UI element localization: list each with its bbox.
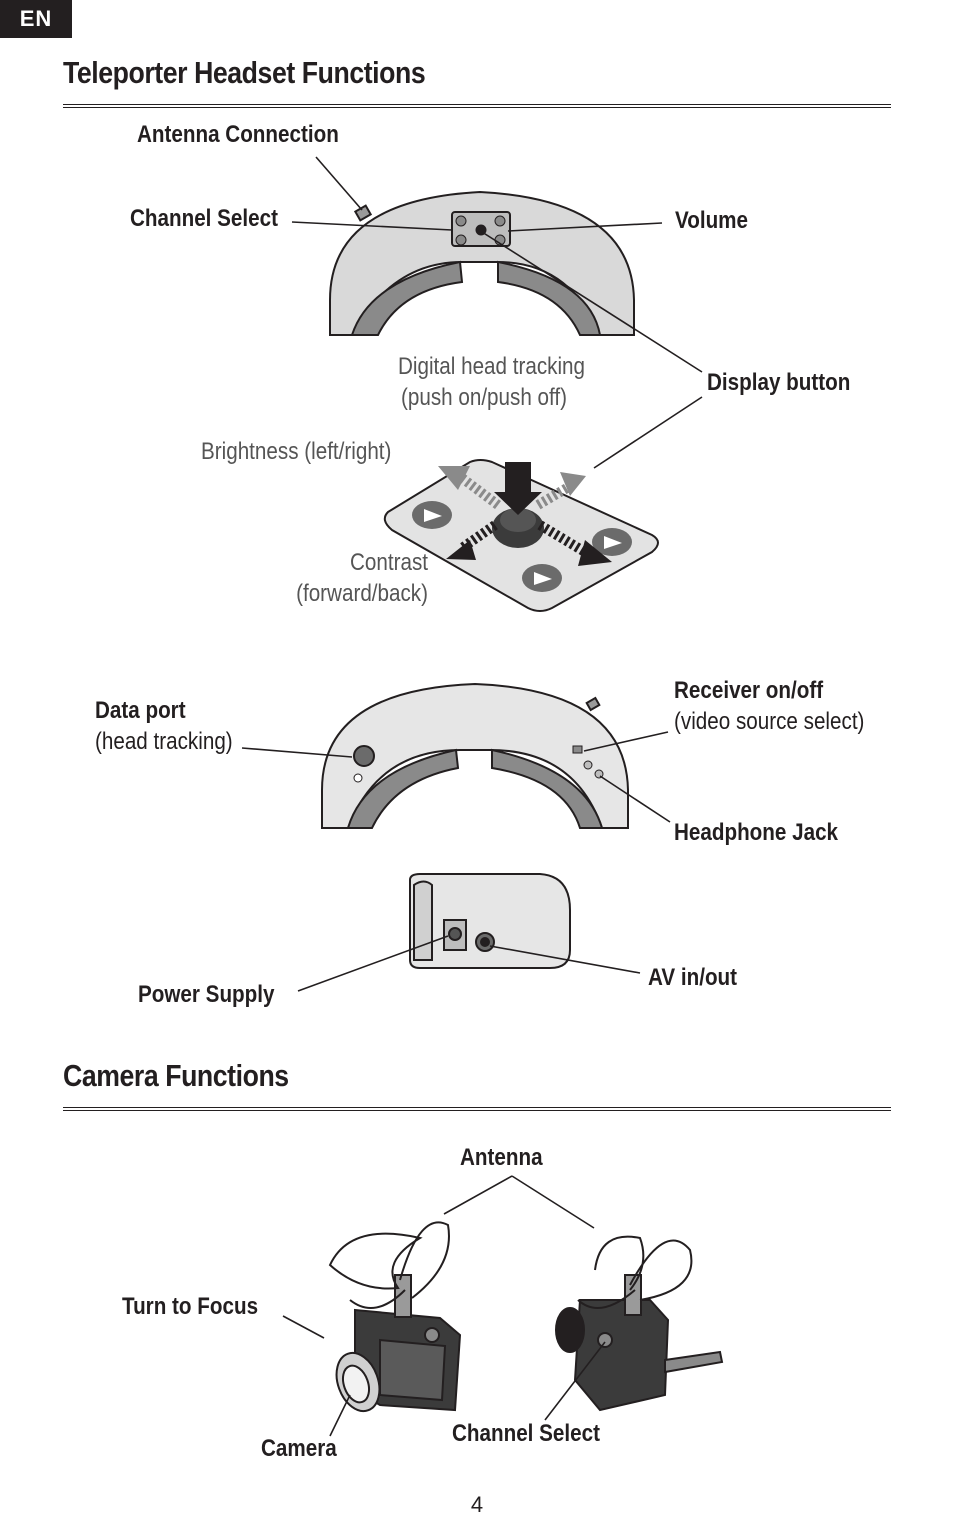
headset-title-rule [63, 104, 891, 108]
label-contrast-sub: (forward/back) [296, 580, 428, 608]
label-antenna-connection: Antenna Connection [137, 121, 339, 148]
label-camera: Camera [261, 1435, 337, 1462]
label-digital-head-tracking-sub: (push on/push off) [400, 384, 568, 412]
camera-title-rule [63, 1107, 891, 1111]
label-receiver-sub: (video source select) [674, 708, 865, 736]
label-contrast: Contrast (forward/back) [273, 547, 428, 609]
label-turn-to-focus: Turn to Focus [122, 1293, 259, 1320]
label-brightness: Brightness (left/right) [201, 438, 392, 465]
label-data-port: Data port (head tracking) [95, 695, 233, 757]
camera-section-title: Camera Functions [63, 1058, 289, 1093]
label-camera-channel-select: Channel Select [452, 1420, 600, 1447]
language-tab: EN [0, 0, 72, 38]
headset-section-title: Teleporter Headset Functions [63, 55, 426, 90]
label-receiver: Receiver on/off (video source select) [674, 675, 864, 737]
camera-left-illustration [328, 1221, 462, 1413]
label-data-port-sub: (head tracking) [95, 728, 233, 756]
label-power-supply: Power Supply [138, 981, 275, 1008]
label-digital-head-tracking: Digital head tracking (push on/push off) [398, 351, 585, 413]
page-number: 4 [470, 1492, 484, 1517]
side-panel-illustration [409, 873, 571, 969]
label-channel-select: Channel Select [130, 205, 278, 232]
label-headphone-jack: Headphone Jack [674, 819, 839, 846]
label-display-button: Display button [707, 369, 851, 396]
headset-front-illustration [321, 682, 629, 829]
label-volume: Volume [675, 207, 749, 234]
label-data-port-main: Data port [95, 697, 186, 724]
label-contrast-main: Contrast [349, 549, 428, 576]
label-av-in-out: AV in/out [648, 964, 738, 991]
label-antenna: Antenna [460, 1144, 543, 1171]
control-pad-illustration [383, 459, 659, 612]
camera-right-illustration [555, 1235, 724, 1412]
label-receiver-main: Receiver on/off [674, 677, 824, 704]
headset-top-illustration [329, 190, 635, 336]
label-digital-head-tracking-main: Digital head tracking [398, 353, 586, 380]
